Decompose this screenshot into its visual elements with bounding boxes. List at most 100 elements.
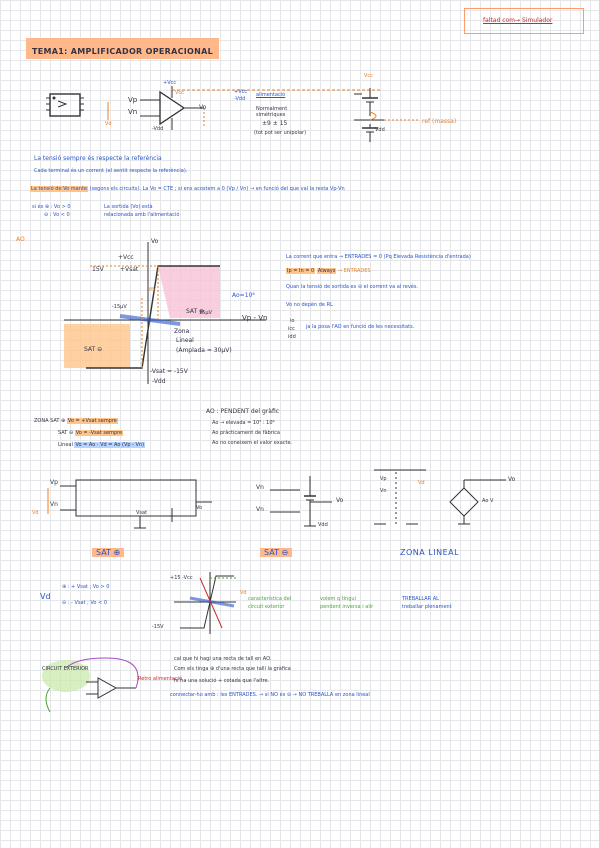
right-note-5: io bbox=[290, 318, 295, 324]
zone-3-name: Lineal bbox=[58, 442, 73, 448]
supply-ref-label: ref (massa) bbox=[422, 118, 457, 125]
right-note-7: idd bbox=[288, 334, 296, 340]
supply-diagram bbox=[354, 88, 420, 142]
vcc-label: Vcc bbox=[175, 90, 184, 96]
vcc-small-label: +Vcc bbox=[163, 80, 177, 86]
ao-notes-head: AO : PENDENT del gràfic bbox=[206, 408, 280, 415]
small-note-mid-2: pendent inversa i alir bbox=[320, 604, 374, 610]
small-note-right-2: treballar plenament bbox=[402, 604, 452, 610]
si-brace-2: relacionada amb l'alimentació bbox=[104, 212, 180, 218]
graph-pos-vsat: +Vsat bbox=[120, 266, 139, 273]
graph-neg-vdd: -Vdd bbox=[152, 378, 166, 385]
small-graph-bottom: -15V bbox=[152, 624, 164, 630]
zone-row-1: ZONA SAT ⊕ Vo = +Vsat sempre bbox=[34, 418, 118, 424]
circuit-sat-neg bbox=[270, 476, 332, 527]
ao-label: AO bbox=[16, 236, 25, 243]
right-note-2-always: Always bbox=[316, 268, 337, 274]
graph-neg-vsat: -Vsat = -15V bbox=[150, 368, 188, 375]
note-3: La tensió de Vo mante (segons els circui… bbox=[30, 186, 345, 192]
sat-pos-caption: SAT ⊕ bbox=[92, 548, 125, 557]
right-note-brace: ja la posa l'AO en funció de les necessi… bbox=[306, 324, 415, 330]
zone-3-eq: Vo = Ao · Vd = Ao (Vp - Vn) bbox=[74, 442, 146, 448]
page-title: TEMA1: AMPLIFICADOR OPERACIONAL bbox=[26, 38, 220, 59]
lin-vo: Vo bbox=[508, 476, 516, 483]
sat-neg-vdd: Vdd bbox=[318, 522, 328, 528]
ao-notes-b1: Ao → elevada = 10⁵ : 10⁶ bbox=[212, 420, 275, 426]
alim-word: alimentació bbox=[256, 92, 286, 98]
vd-brace-label: Vd bbox=[40, 592, 51, 601]
small-note-right-1: TREBALLAR AL bbox=[402, 596, 439, 602]
zone-2-eq: Vo = -Vsat sempre bbox=[74, 430, 124, 436]
vd-brace-1: ⊕ : + Vsat ; Vo > 0 bbox=[62, 584, 110, 590]
graph-ao-gain: Ao=10⁶ bbox=[232, 292, 255, 299]
feedback-note-3: hi ha una solució + cotada que l'altre. bbox=[174, 678, 270, 684]
right-note-2: Ip = In = 0 Always → ENTRADES bbox=[286, 268, 371, 274]
small-graph bbox=[174, 572, 236, 634]
graph-sat-pos: SAT ⊕ bbox=[186, 308, 205, 315]
right-note-4: Vo no depèn de RL bbox=[286, 302, 333, 308]
note-2: Cada terminal és un corrent (el sentit r… bbox=[34, 168, 188, 174]
graph-x-axis: Vp - Vn bbox=[242, 314, 268, 322]
graph-15v: 15V bbox=[92, 266, 104, 273]
graph-zona: Zona bbox=[174, 328, 190, 335]
sat-pos-vd: Vd bbox=[32, 510, 39, 516]
si-line-1: si és ⊕ : Vo > 0 bbox=[32, 204, 71, 210]
lin-aov: Ao V bbox=[482, 498, 494, 504]
small-note-green-2: circuit exterior bbox=[248, 604, 285, 610]
right-note-6: icc bbox=[288, 326, 295, 332]
graph-p15uv: 15μV bbox=[199, 310, 212, 316]
header-box-text: faltad com→ Simulador bbox=[483, 17, 553, 24]
feedback-note-2: Com els tinga ⊕ d'una recta que talli la… bbox=[174, 666, 291, 672]
lin-vp: Vp bbox=[380, 476, 387, 482]
alim-line1: +Vcc bbox=[234, 89, 248, 95]
right-note-2-hl: Ip = In = 0 bbox=[286, 268, 316, 274]
graph-m-label: m bbox=[149, 286, 155, 293]
graph-vo-axis: Vo bbox=[151, 238, 159, 245]
zone-row-2: SAT ⊖ Vo = -Vsat sempre bbox=[58, 430, 124, 436]
feedback-diagram bbox=[42, 657, 139, 713]
graph-m15uv: -15μV bbox=[112, 304, 127, 310]
supply-vdd-label: Vdd bbox=[375, 127, 385, 133]
zone-1-eq: Vo = +Vsat sempre bbox=[66, 418, 118, 424]
right-note-1: La corrent que entra → ENTRADES = 0 (Pq … bbox=[286, 254, 471, 260]
vd-brace-2: ⊖ : - Vsat ; Vo < 0 bbox=[62, 600, 107, 606]
transfer-graph bbox=[64, 242, 266, 384]
sat-neg-vn: Vn bbox=[256, 506, 264, 513]
right-note-3: Quan la tensió de sortida es ⊖ el corren… bbox=[286, 284, 419, 290]
zone-row-3: Lineal Vo = Ao · Vd = Ao (Vp - Vn) bbox=[58, 442, 146, 448]
feedback-note-4: connectar-ho amb : les ENTRADES. → si NO… bbox=[170, 692, 370, 698]
zone-1-name: ZONA SAT ⊕ bbox=[34, 418, 66, 424]
supply-vcc-label: Vcc bbox=[364, 73, 373, 79]
header-box: faltad com→ Simulador bbox=[464, 8, 584, 34]
sat-neg-vp: Vn bbox=[256, 484, 264, 491]
zone-2-name: SAT ⊖ bbox=[58, 430, 74, 436]
ao-notes-b3: Ao no coneixem el valor exacte. bbox=[212, 440, 293, 446]
vd-label: Vd bbox=[105, 121, 112, 127]
sat-neg-vo: Vo bbox=[336, 497, 344, 504]
vdd-small-label: -Vdd bbox=[152, 126, 164, 132]
sim-line4: (tot pot ser unipolar) bbox=[254, 130, 307, 136]
graph-pos-vcc: +Vcc bbox=[118, 254, 134, 261]
sat-pos-vp: Vp bbox=[50, 479, 58, 486]
opamp-diagram bbox=[107, 86, 380, 130]
vo-label: Vo bbox=[199, 104, 207, 111]
circuit-lineal bbox=[374, 469, 506, 526]
lin-vd: Vd bbox=[418, 480, 425, 486]
sim-line1: Normalment bbox=[256, 106, 288, 112]
note-3-highlight: La tensió de Vo mante bbox=[30, 186, 88, 192]
small-note-green-1: característica del bbox=[248, 596, 292, 602]
graph-amplada: (Amplada ≈ 30μV) bbox=[176, 347, 232, 354]
note-3-rest: (segons els circuits). La Vo = CTE ; si … bbox=[89, 186, 345, 192]
lin-caption: ZONA LINEAL bbox=[400, 548, 460, 557]
sim-line2: simètriques bbox=[256, 112, 286, 118]
circuit-sat-pos bbox=[47, 479, 212, 529]
alim-line2: -Vdd bbox=[234, 96, 246, 102]
right-note-2-rest: → ENTRADES bbox=[337, 268, 371, 274]
sat-pos-vsat: Vsat bbox=[136, 510, 148, 516]
lin-vn: Vn bbox=[380, 488, 387, 494]
chip-diagram bbox=[46, 93, 84, 117]
si-brace-1: La sortida (Vo) està bbox=[104, 204, 153, 210]
feedback-note-1: cal que hi hagi una recta de tall en AO. bbox=[174, 656, 272, 662]
feedback-label-2: Retro alimentació bbox=[138, 676, 183, 682]
sat-pos-vo: Vo bbox=[196, 505, 203, 511]
